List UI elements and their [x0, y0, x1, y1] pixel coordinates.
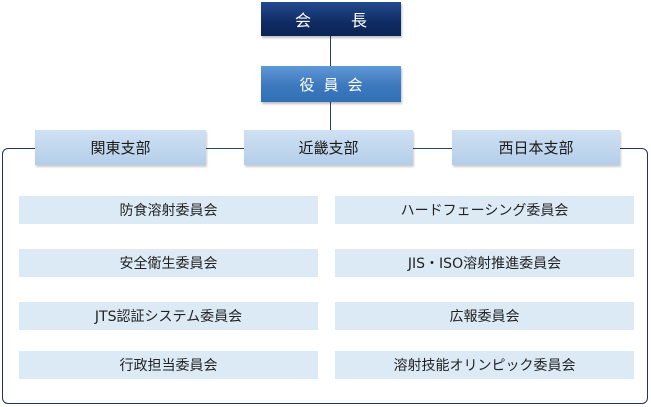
branch-label: 関東支部	[90, 139, 151, 157]
connector-branch-right	[413, 148, 452, 149]
branch-kanto: 関東支部	[35, 130, 206, 165]
branch-label: 西日本支部	[498, 139, 574, 157]
committee-box: JTS認証システム委員会	[19, 302, 318, 330]
president-box: 会 長	[261, 2, 401, 36]
branch-nishinihon: 西日本支部	[452, 130, 620, 165]
committee-label: JTS認証システム委員会	[94, 309, 243, 325]
president-label: 会 長	[294, 11, 379, 30]
committee-box: 防食溶射委員会	[19, 196, 318, 224]
branch-label: 近畿支部	[298, 139, 359, 157]
board-label: 役員会	[299, 75, 372, 94]
committee-box: JIS・ISO溶射推進委員会	[335, 249, 634, 277]
committee-box: 広報委員会	[335, 302, 634, 330]
committee-label: 溶射技能オリンピック委員会	[393, 358, 576, 374]
committee-box: 安全衛生委員会	[19, 249, 318, 277]
committee-label: 広報委員会	[449, 309, 520, 325]
connector-board-to-branch	[330, 102, 331, 137]
committee-label: 安全衛生委員会	[119, 256, 218, 272]
committee-label: ハードフェーシング委員会	[400, 203, 569, 219]
committee-label: 防食溶射委員会	[119, 203, 218, 219]
committee-label: 行政担当委員会	[119, 358, 218, 374]
board-box: 役員会	[261, 66, 401, 102]
committee-box: 溶射技能オリンピック委員会	[335, 351, 634, 379]
committee-box: 行政担当委員会	[19, 351, 318, 379]
branch-kinki: 近畿支部	[244, 130, 413, 165]
committee-label: JIS・ISO溶射推進委員会	[407, 256, 562, 272]
connector-top-to-board	[330, 36, 331, 66]
committee-box: ハードフェーシング委員会	[335, 196, 634, 224]
connector-branch-left	[206, 148, 244, 149]
